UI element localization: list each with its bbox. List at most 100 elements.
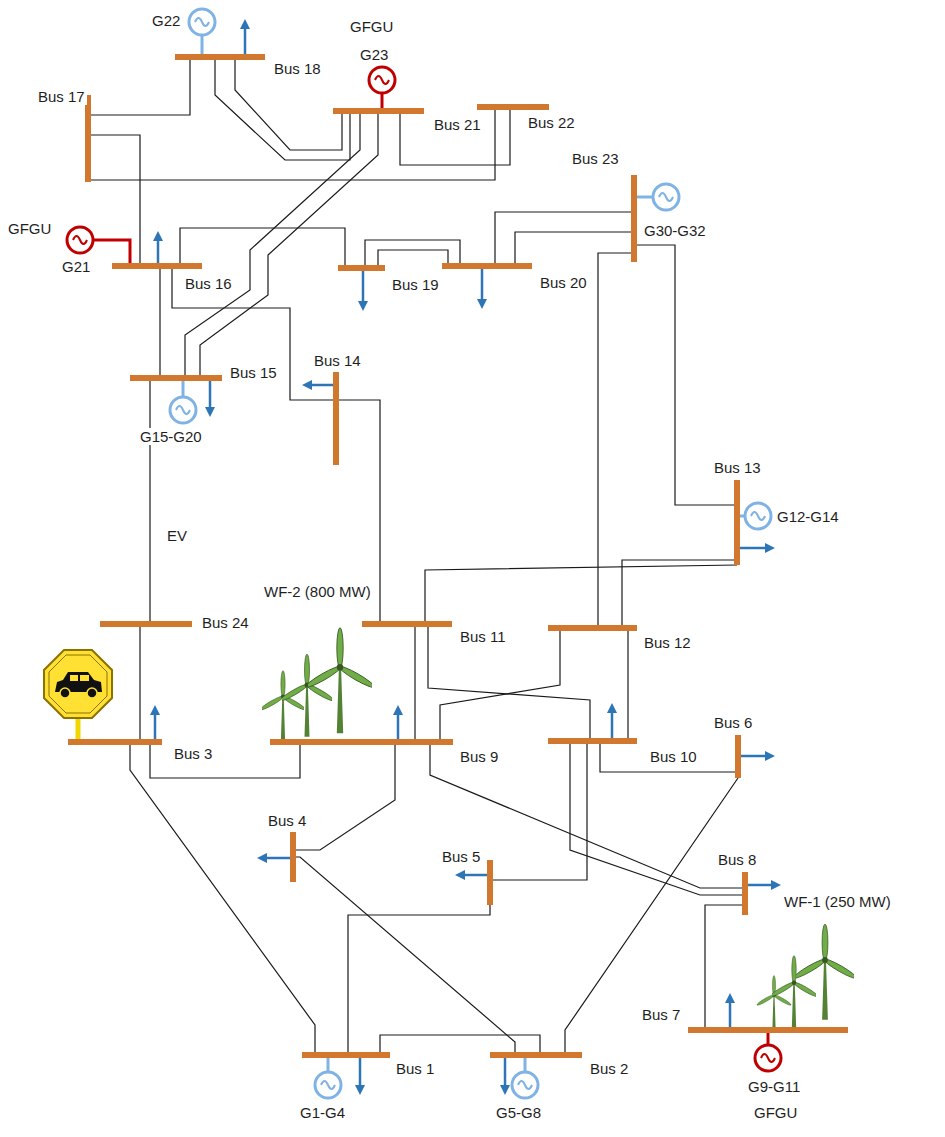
bus-label: Bus 14 (312, 352, 363, 369)
bus-label: Bus 12 (642, 634, 693, 651)
bus-label: Bus 24 (200, 614, 251, 631)
bus-label: Bus 15 (228, 364, 279, 381)
device-label: G9-G11 (746, 1078, 802, 1095)
device-label: WF-2 (800 MW) (262, 583, 373, 600)
transmission-line (149, 381, 150, 621)
transmission-line (91, 135, 140, 263)
transmission-line (296, 745, 395, 850)
device-label: G1-G4 (298, 1104, 347, 1121)
transmission-line (150, 745, 300, 778)
bus-bar: Bus 1 (302, 1052, 390, 1058)
transmission-line (414, 627, 415, 739)
transmission-line (235, 60, 342, 150)
transmission-line (91, 60, 190, 115)
bus-bar: Bus 11 (362, 621, 452, 627)
device-label: G5-G8 (494, 1104, 543, 1121)
bus-label: Bus 19 (390, 276, 441, 293)
bus-label: Bus 13 (712, 459, 763, 476)
transmission-line (130, 745, 315, 1052)
transmission-line (493, 744, 587, 880)
bus-bar: Bus 3 (68, 739, 162, 745)
bus-label: Bus 21 (432, 116, 483, 133)
transmission-line (627, 631, 628, 738)
ev-station-sign (44, 650, 112, 740)
bus-label: Bus 2 (588, 1060, 630, 1077)
transmission-line (428, 627, 590, 738)
transmission-line (296, 857, 515, 1052)
transmission-line (425, 565, 737, 621)
bus-label: Bus 6 (712, 714, 754, 731)
transmission-line (378, 250, 448, 265)
transmission-line (159, 269, 160, 375)
bus-bar: Bus 2 (490, 1052, 582, 1058)
bus-label: Bus 16 (183, 275, 234, 292)
device-label: G30-G32 (642, 222, 708, 239)
bus-bar: Bus 12 (548, 625, 637, 631)
bus-label: Bus 20 (538, 274, 589, 291)
bus-bar: Bus 7 (688, 1027, 848, 1033)
bus-bar: Bus 21 (333, 108, 424, 114)
transmission-line (139, 627, 140, 739)
bus-label: Bus 9 (458, 748, 500, 765)
bus-bar: Bus 24 (100, 621, 192, 627)
bus-label: Bus 5 (440, 848, 482, 865)
bus-label: Bus 17 (36, 88, 87, 105)
transmission-line (495, 212, 631, 263)
generator-symbols (67, 9, 781, 1098)
bus-bar: Bus 5 (487, 860, 493, 905)
device-label: G21 (60, 258, 92, 275)
bus-label: Bus 18 (272, 60, 323, 77)
bus-label: Bus 3 (172, 745, 214, 762)
bus-label: Bus 10 (648, 748, 699, 765)
device-label: GFGU (752, 1104, 799, 1121)
bus-bar: Bus 18 (175, 54, 265, 60)
transmission-line (91, 110, 495, 180)
bus-bar: Bus 15 (130, 375, 222, 381)
bus-label: Bus 7 (640, 1006, 682, 1023)
transmission-line (365, 240, 460, 265)
transmission-line (185, 114, 360, 375)
transmission-line (380, 1035, 540, 1052)
bus-label: Bus 4 (266, 812, 308, 829)
bus-label: Bus 22 (526, 114, 577, 131)
transmission-line (180, 228, 345, 265)
bus-bar: Bus 19 (338, 265, 385, 271)
device-label: GFGU (348, 18, 395, 35)
generator-stems (93, 35, 768, 1072)
transmission-line (515, 232, 631, 263)
transmission-line (430, 745, 742, 888)
transmission-line (200, 114, 378, 375)
transmission-line (215, 60, 350, 160)
transmission-line (570, 744, 742, 895)
transmission-line (400, 110, 510, 165)
bus-bar: Bus 6 (735, 735, 741, 778)
bus-label: Bus 8 (716, 851, 758, 868)
device-label: G12-G14 (775, 508, 841, 525)
transmission-line (348, 905, 490, 1052)
wind-farm-2 (260, 628, 376, 740)
bus-bar: Bus 13 (734, 480, 740, 565)
device-label: G22 (150, 12, 182, 29)
bus-bar: Bus 22 (477, 104, 549, 110)
load-arrows (155, 24, 776, 1090)
bus-bar: Bus 20 (442, 263, 532, 269)
device-label: EV (165, 527, 189, 544)
bus-label: Bus 11 (458, 628, 508, 645)
transmission-line (705, 905, 742, 1027)
bus-label: Bus 1 (394, 1060, 436, 1077)
bus-bar: Bus 23 (631, 175, 637, 262)
transmission-line (598, 253, 631, 625)
transmission-line (440, 631, 560, 739)
transmission-line (565, 778, 738, 1052)
bus-bar: Bus 10 (548, 738, 637, 744)
device-label: GFGU (6, 220, 53, 237)
device-label: G23 (358, 46, 390, 63)
transmission-line (622, 560, 734, 625)
bus-bar: Bus 16 (112, 263, 202, 269)
device-label: G15-G20 (138, 428, 204, 445)
wind-farm-1 (756, 924, 857, 1028)
bus-bar: Bus 17 (85, 95, 91, 182)
